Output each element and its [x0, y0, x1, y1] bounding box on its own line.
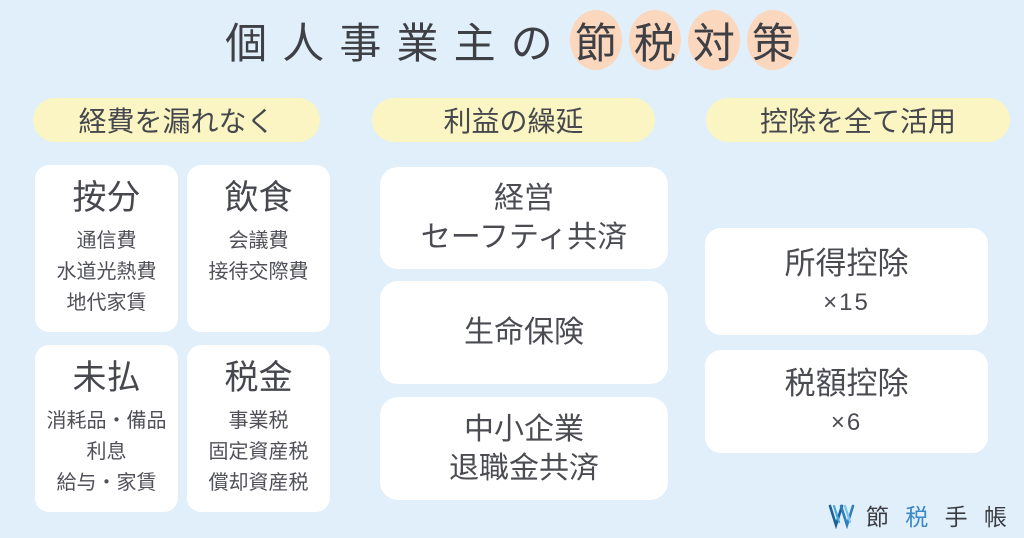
card-item: 事業税 — [228, 410, 289, 432]
card-item: 地代家賃 — [66, 292, 147, 314]
title-highlight-char: 税 — [628, 10, 681, 70]
title-highlight-char: 節 — [569, 10, 622, 70]
title-highlight-char: 対 — [687, 10, 740, 70]
card-count: ×15 — [823, 289, 870, 316]
card-item: 償却資産税 — [208, 472, 309, 494]
card-item: 接待交際費 — [208, 261, 309, 283]
card-line: 退職金共済 — [449, 451, 599, 485]
card-unpaid: 未払 消耗品・備品 利息 給与・家賃 — [35, 345, 178, 512]
title-plain-text: 個人事業主の — [225, 19, 568, 67]
card-items: 事業税 固定資産税 償却資産税 — [187, 406, 330, 499]
card-item: 通信費 — [76, 230, 137, 252]
logo-char: 帳 — [984, 504, 1012, 530]
card-title: 飲食 — [224, 179, 293, 217]
card-dining: 飲食 会議費 接待交際費 — [187, 165, 330, 332]
card-taxes: 税金 事業税 固定資産税 償却資産税 — [187, 345, 330, 512]
title-highlight-char: 策 — [746, 10, 799, 70]
card-line: 税額控除 — [784, 366, 909, 401]
column-header-expenses: 経費を漏れなく — [33, 98, 320, 142]
card-income-deduction: 所得控除 ×15 — [705, 228, 988, 335]
page-title: 個人事業主の 節 税 対 策 — [0, 4, 1024, 76]
logo-text: 節 税 手 帳 — [866, 498, 1012, 532]
title-highlighted-group: 節 税 対 策 — [569, 10, 799, 70]
card-count: ×6 — [830, 409, 863, 436]
card-item: 消耗品・備品 — [46, 410, 167, 432]
card-title: 税金 — [224, 359, 293, 397]
card-line: 所得控除 — [784, 246, 909, 281]
column-header-deductions: 控除を全て活用 — [706, 98, 1010, 142]
card-items: 消耗品・備品 利息 給与・家賃 — [35, 406, 178, 499]
site-logo: 節 税 手 帳 — [827, 498, 1012, 532]
logo-char: 節 — [865, 504, 894, 530]
column-header-deferral: 利益の繰延 — [372, 98, 655, 142]
card-line: 生命保険 — [464, 316, 584, 349]
card-life-insurance: 生命保険 — [380, 281, 668, 384]
card-item: 固定資産税 — [208, 441, 309, 463]
logo-char: 手 — [944, 504, 973, 530]
w-stripes-logo-icon — [827, 502, 859, 529]
card-item: 給与・家賃 — [56, 472, 157, 494]
card-item: 水道光熱費 — [56, 261, 157, 283]
card-retirement-mutual-aid: 中小企業 退職金共済 — [380, 397, 668, 500]
card-apportionment: 按分 通信費 水道光熱費 地代家賃 — [35, 165, 178, 332]
card-safety-mutual-aid: 経営 セーフティ共済 — [380, 167, 668, 269]
card-items: 通信費 水道光熱費 地代家賃 — [35, 226, 178, 319]
card-items: 会議費 接待交際費 — [187, 226, 330, 288]
card-line: 経営 — [494, 182, 554, 215]
card-item: 会議費 — [228, 230, 289, 252]
logo-char: 税 — [905, 504, 934, 530]
card-line: 中小企業 — [464, 412, 584, 446]
card-item: 利息 — [86, 441, 127, 463]
card-title: 未払 — [72, 359, 141, 397]
card-tax-credit: 税額控除 ×6 — [705, 350, 988, 453]
card-line: セーフティ共済 — [420, 221, 628, 254]
card-title: 按分 — [72, 179, 141, 217]
